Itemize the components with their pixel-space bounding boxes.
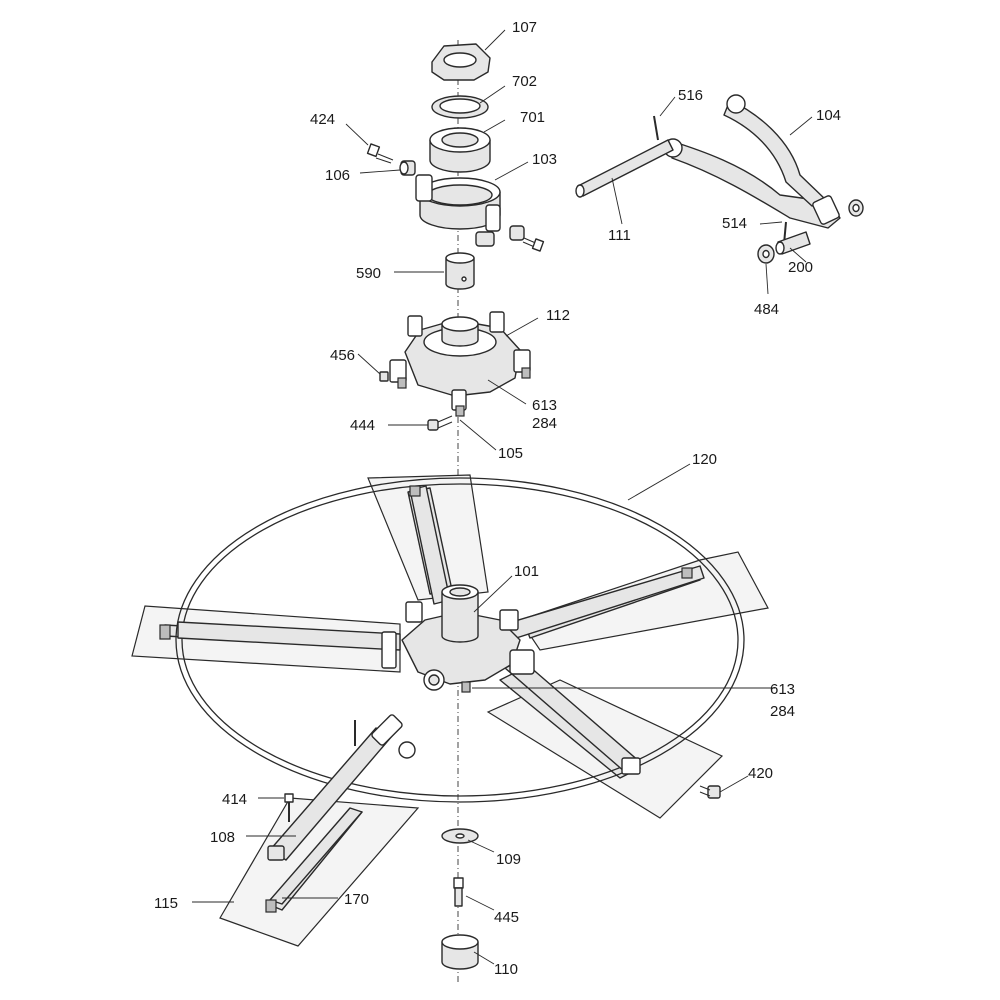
part-120-guard-ring [175, 477, 745, 803]
label-414: 414 [222, 791, 247, 808]
part-420-screw [699, 785, 721, 799]
label-702: 702 [512, 73, 537, 90]
label-112: 112 [546, 307, 570, 324]
label-111: 111 [608, 227, 631, 244]
arm-left [159, 621, 401, 669]
part-702-seal-ring [431, 95, 489, 119]
part-labels: 107 702 701 424 106 103 590 112 456 613 … [154, 19, 841, 978]
part-103-side-bolt [509, 225, 545, 252]
label-103: 103 [532, 151, 557, 168]
label-613-upper: 613 [532, 397, 557, 414]
label-106: 106 [325, 167, 350, 184]
label-484: 484 [754, 301, 779, 318]
label-108: 108 [210, 829, 235, 846]
part-701-bearing [429, 127, 491, 173]
part-111-shaft [575, 139, 674, 198]
leader-lines [192, 29, 813, 965]
part-414-bolt [284, 793, 294, 822]
part-110-cap [441, 934, 479, 970]
part-516-pin [653, 115, 659, 141]
part-200-pin [775, 231, 811, 255]
part-445-screw [453, 877, 464, 907]
label-115: 115 [154, 895, 178, 912]
label-105: 105 [498, 445, 523, 462]
part-103-clamp-housing [415, 174, 501, 247]
label-284-upper: 284 [532, 415, 557, 432]
label-110: 110 [494, 961, 518, 978]
part-170-bar [265, 807, 363, 913]
label-420: 420 [748, 765, 773, 782]
part-108-arm-assembly [267, 714, 416, 861]
label-284-lower: 284 [770, 703, 795, 720]
label-445: 445 [494, 909, 519, 926]
part-104-yoke-arm [663, 94, 864, 229]
label-107: 107 [512, 19, 537, 36]
label-104: 104 [816, 107, 841, 124]
label-120: 120 [692, 451, 717, 468]
label-613-lower: 613 [770, 681, 795, 698]
label-200: 200 [788, 259, 813, 276]
label-424: 424 [310, 111, 335, 128]
label-170: 170 [344, 891, 369, 908]
part-106-bushing [399, 160, 416, 176]
part-590-sleeve [445, 252, 475, 290]
blade-right [519, 551, 769, 651]
label-701: 701 [520, 109, 545, 126]
part-444-screw [427, 415, 453, 431]
label-109: 109 [496, 851, 521, 868]
label-101: 101 [514, 563, 539, 580]
label-444: 444 [350, 417, 375, 434]
part-101-center-hub [401, 584, 535, 693]
part-107-hex-nut [431, 43, 491, 81]
label-590: 590 [356, 265, 381, 282]
part-112-hub-bracket [389, 311, 531, 417]
label-456: 456 [330, 347, 355, 364]
part-109-washer [441, 828, 479, 844]
label-514: 514 [722, 215, 747, 232]
part-484-washer [757, 244, 775, 264]
label-516: 516 [678, 87, 703, 104]
part-456-screw [379, 371, 389, 382]
part-424-bolt [366, 143, 394, 164]
